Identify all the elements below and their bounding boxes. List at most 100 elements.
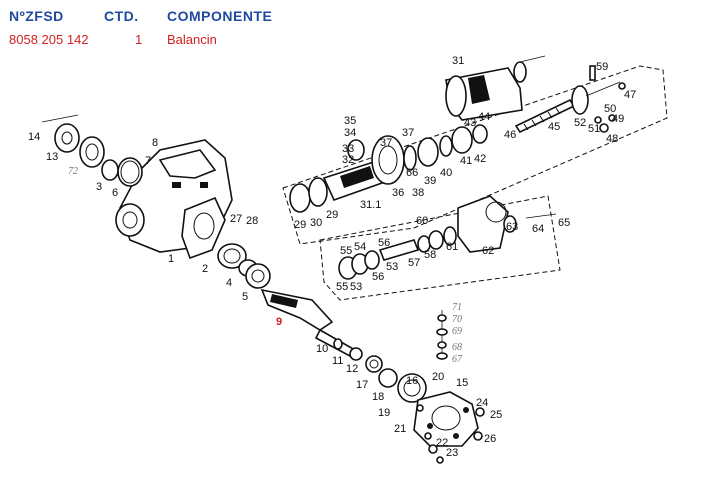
callout-29b: 29	[326, 209, 338, 221]
callout-14: 14	[28, 131, 40, 143]
piston-assembly	[289, 124, 488, 213]
callout-48: 48	[606, 133, 618, 145]
callout-51: 51	[588, 123, 600, 135]
callout-45: 45	[548, 121, 560, 133]
callout-52: 52	[574, 117, 586, 129]
callout-53a: 53	[386, 261, 398, 273]
callout-26: 26	[484, 433, 496, 445]
cover-bolts	[416, 404, 485, 464]
callout-56a: 56	[378, 237, 390, 249]
faded-67: 67	[452, 354, 463, 365]
callout-3: 3	[96, 181, 102, 193]
callout-22: 22	[436, 437, 448, 449]
callout-8: 8	[152, 137, 158, 149]
callout-21: 21	[394, 423, 406, 435]
spindle-small-parts	[589, 65, 626, 133]
callout-61: 61	[446, 241, 458, 253]
callout-13: 13	[46, 151, 58, 163]
callout-34: 34	[344, 127, 356, 139]
callout-27: 27	[230, 213, 242, 225]
faded-70: 70	[452, 314, 462, 325]
callout-37b: 37	[402, 127, 414, 139]
callout-53b: 53	[350, 281, 362, 293]
callout-9-highlighted: 9	[276, 316, 282, 328]
callout-19: 19	[378, 407, 390, 419]
callout-55b: 55	[336, 281, 348, 293]
callout-37a: 37	[380, 137, 392, 149]
callout-23: 23	[446, 447, 458, 459]
callout-18: 18	[372, 391, 384, 403]
callout-56b: 56	[372, 271, 384, 283]
callout-54: 54	[354, 241, 366, 253]
callout-63: 63	[506, 221, 518, 233]
callout-7: 7	[145, 155, 151, 167]
row-component: Balancin	[167, 32, 217, 47]
upper-assembly-outline	[282, 65, 668, 245]
faded-69: 69	[452, 326, 462, 337]
callout-30: 30	[310, 217, 322, 229]
callout-31-1: 31.1	[360, 199, 381, 211]
callout-1: 1	[168, 253, 174, 265]
faded-72: 72	[68, 166, 78, 177]
callout-42: 42	[474, 153, 486, 165]
callout-20: 20	[432, 371, 444, 383]
header-part-number: NºZFSD	[9, 8, 64, 24]
lower-assembly-outline	[319, 195, 561, 301]
callout-28: 28	[246, 215, 258, 227]
callout-36: 36	[392, 187, 404, 199]
callout-31: 31	[452, 55, 464, 67]
shaft-rings	[333, 338, 398, 388]
faded-71: 71	[452, 302, 462, 313]
callout-12: 12	[346, 363, 358, 375]
main-housing	[115, 139, 233, 260]
callout-5: 5	[242, 291, 248, 303]
callout-47: 47	[624, 89, 636, 101]
callout-65: 65	[558, 217, 570, 229]
callout-10: 10	[316, 343, 328, 355]
callout-46: 46	[504, 129, 516, 141]
lower-bearings	[217, 243, 271, 289]
callout-55a: 55	[340, 245, 352, 257]
callout-32: 32	[342, 154, 354, 166]
callout-15: 15	[456, 377, 468, 389]
callout-11: 11	[332, 355, 343, 367]
header-quantity: CTD.	[104, 8, 139, 24]
callout-43: 43	[464, 117, 476, 129]
callout-58: 58	[424, 249, 436, 261]
callout-29: 29	[294, 219, 306, 231]
callout-38: 38	[412, 187, 424, 199]
faded-68: 68	[452, 342, 462, 353]
callout-6: 6	[112, 187, 118, 199]
bolt-14	[41, 114, 79, 123]
valve-assembly	[338, 195, 557, 280]
callout-40: 40	[440, 167, 452, 179]
callout-labels: 14 13 72 3 6 7 8 1 2 4 5 27 28 9 10 11 1…	[28, 55, 636, 459]
callout-66: 66	[406, 167, 418, 179]
threaded-spindle	[514, 81, 621, 134]
row-quantity: 1	[135, 32, 143, 47]
row-part-number: 8058 205 142	[9, 32, 89, 47]
callout-44: 44	[478, 111, 490, 123]
valve-stack	[436, 310, 448, 360]
callout-41: 41	[460, 155, 472, 167]
callout-24: 24	[476, 397, 488, 409]
callout-35: 35	[344, 115, 356, 127]
callout-17: 17	[356, 379, 368, 391]
callout-64: 64	[532, 223, 544, 235]
cylinder-31	[445, 55, 546, 121]
callout-25: 25	[490, 409, 502, 421]
callout-57: 57	[408, 257, 420, 269]
callout-62: 62	[482, 245, 494, 257]
callout-39: 39	[424, 175, 436, 187]
front-seal-rings	[54, 123, 143, 187]
callout-4: 4	[226, 277, 232, 289]
header-component: COMPONENTE	[167, 8, 273, 24]
callout-49: 49	[612, 113, 624, 125]
callout-50: 50	[604, 103, 616, 115]
callout-59: 59	[596, 61, 608, 73]
callout-16: 16	[406, 375, 418, 387]
callout-2: 2	[202, 263, 208, 275]
rear-cover	[397, 373, 479, 447]
callout-33: 33	[342, 143, 354, 155]
